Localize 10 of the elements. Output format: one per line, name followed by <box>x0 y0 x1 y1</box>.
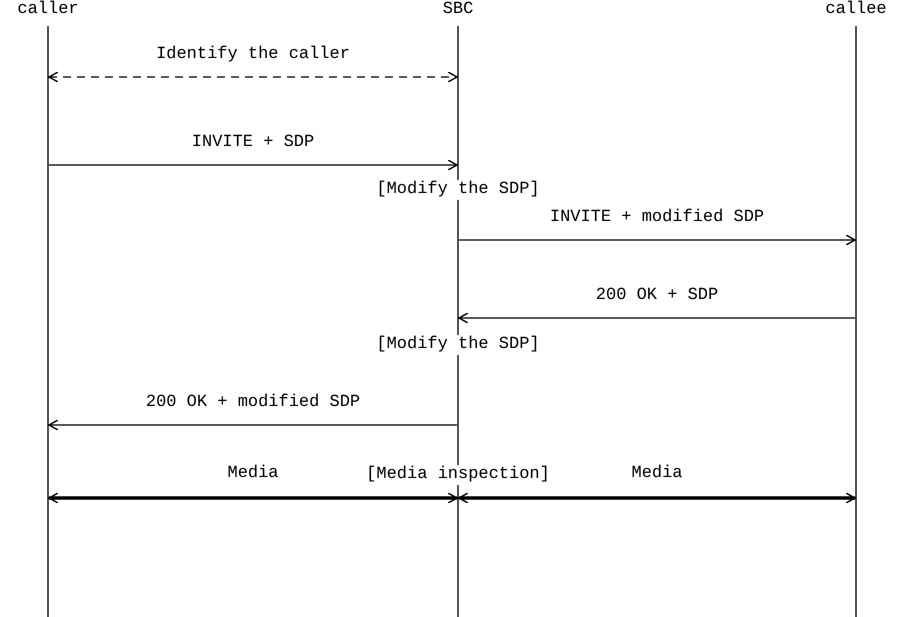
participant-label: callee <box>824 0 888 19</box>
message-arrow <box>48 71 458 83</box>
participant-label: caller <box>16 0 80 19</box>
message-arrow <box>49 159 458 171</box>
message-arrow <box>48 419 457 431</box>
message-arrow <box>458 492 856 504</box>
participant-label: SBC <box>442 0 474 19</box>
message-arrow <box>459 234 856 246</box>
message-arrow <box>48 492 458 504</box>
message-arrow <box>458 312 855 324</box>
